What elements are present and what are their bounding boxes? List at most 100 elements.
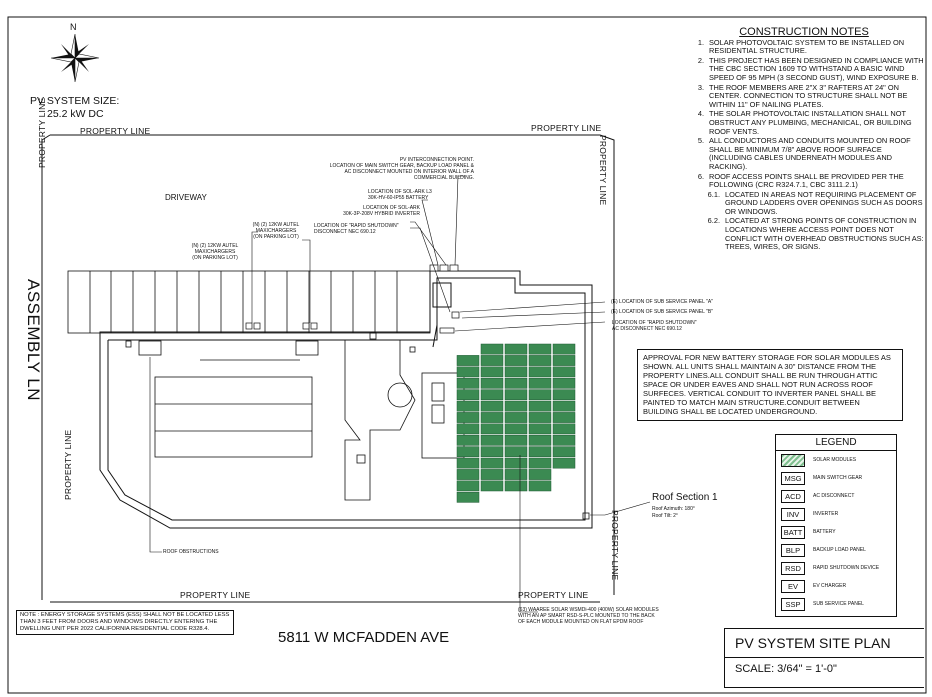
solar-module [552, 343, 576, 355]
legend-symbol: EV [781, 579, 805, 593]
legend-item: ACD AC DISCONNECT [776, 487, 896, 505]
property-line-label-top-left: PROPERTY LINE [80, 126, 151, 136]
note-number: 4. [697, 109, 704, 119]
legend-label: MAIN SWITCH GEAR [813, 475, 863, 481]
roof-tilt: Roof Tilt: 2° [652, 513, 678, 519]
solar-module [456, 491, 480, 503]
sheet-scale: SCALE: 3/64" = 1'-0" [735, 663, 837, 675]
legend-symbol: BLP [781, 543, 805, 557]
construction-notes: CONSTRUCTION NOTES 1. SOLAR PHOTOVOLTAIC … [684, 26, 924, 253]
note-text: THE SOLAR PHOTOVOLTAIC INSTALLATION SHAL… [709, 109, 912, 136]
solar-module [480, 457, 504, 469]
note-text: THE ROOF MEMBERS ARE 2"X 3" RAFTERS AT 2… [709, 82, 908, 109]
legend-label: BATTERY [813, 529, 836, 535]
callout-pv-interconnection: PV INTERCONNECTION POINT.LOCATION OF MAI… [329, 157, 474, 181]
construction-subnote: 6.2.LOCATED AT STRONG POINTS OF CONSTRUC… [684, 217, 924, 251]
solar-module [504, 355, 528, 366]
legend-label: SUB SERVICE PANEL [813, 601, 864, 607]
legend-item: SSP SUB SERVICE PANEL [776, 595, 896, 613]
solar-module [504, 480, 528, 492]
leader-lines [149, 175, 651, 613]
legend-symbol: INV [781, 507, 805, 521]
legend-item: SOLAR MODULES [776, 451, 896, 469]
sheet-title: PV SYSTEM SITE PLAN [735, 635, 891, 651]
solar-module [504, 412, 528, 423]
solar-module [552, 355, 576, 366]
solar-module [528, 377, 552, 389]
solar-module [528, 457, 552, 469]
solar-module [552, 446, 576, 458]
legend-symbol [781, 453, 805, 467]
solar-module [552, 412, 576, 423]
solar-module [480, 434, 504, 446]
sheet-border [7, 16, 927, 694]
street-address: 5811 W MCFADDEN AVE [278, 629, 450, 646]
solar-module [456, 446, 480, 458]
solar-module [456, 480, 480, 492]
callout-rapid-shutdown-top: LOCATION OF "RAPID SHUTDOWN"DISCONNECT N… [314, 223, 399, 235]
construction-note: 1. SOLAR PHOTOVOLTAIC SYSTEM TO BE INSTAL… [684, 37, 924, 56]
compass-label: N [70, 22, 77, 32]
property-line-label-bottom-right: PROPERTY LINE [518, 590, 589, 600]
note-number: 3. [697, 82, 704, 92]
solar-module [552, 389, 576, 401]
solar-module [528, 469, 552, 480]
solar-module [456, 434, 480, 446]
roof-section-title: Roof Section 1 [652, 492, 718, 503]
solar-module [480, 377, 504, 389]
system-size-value: 25.2 kW DC [47, 108, 104, 120]
callout-rapid-shutdown-right: LOCATION OF "RAPID SHUTDOWN"AC DISCONNEC… [612, 320, 697, 332]
property-line-label-top-right: PROPERTY LINE [531, 123, 602, 133]
roof-azimuth: Roof Azimuth: 180° [652, 506, 695, 512]
note-number: 6. [697, 171, 704, 181]
note-text: SOLAR PHOTOVOLTAIC SYSTEM TO BE INSTALLE… [709, 37, 905, 56]
legend-symbol: ACD [781, 489, 805, 503]
note-number: 2. [697, 55, 704, 65]
note-text: THIS PROJECT HAS BEEN DESIGNED IN COMPLI… [709, 55, 924, 82]
note-text: LOCATED IN AREAS NOT REQUIRING PLACEMENT… [725, 189, 923, 216]
solar-module [528, 366, 552, 378]
callout-sub-panel-a: (E) LOCATION OF SUB SERVICE PANEL "A" [611, 299, 713, 305]
legend-symbol: MSG [781, 471, 805, 485]
construction-note: 6. ROOF ACCESS POINTS SHALL BE PROVIDED P… [684, 171, 924, 190]
legend-item: BLP BACKUP LOAD PANEL [776, 541, 896, 559]
solar-module [528, 400, 552, 412]
solar-module [504, 446, 528, 458]
property-boundary [41, 134, 615, 603]
driveway-label: DRIVEWAY [165, 193, 207, 202]
note-text: ROOF ACCESS POINTS SHALL BE PROVIDED PER… [709, 171, 904, 190]
solar-module [552, 457, 576, 469]
solar-module [504, 423, 528, 435]
construction-note: 3. THE ROOF MEMBERS ARE 2"X 3" RAFTERS AT… [684, 82, 924, 110]
solar-module [456, 457, 480, 469]
solar-module [528, 355, 552, 366]
solar-module [552, 423, 576, 435]
solar-module [528, 423, 552, 435]
legend-symbol: SSP [781, 597, 805, 611]
callout-sub-panel-b: (E) LOCATION OF SUB SERVICE PANEL "B" [611, 309, 713, 315]
property-line-label-right-top: PROPERTY LINE [598, 135, 608, 206]
solar-module [456, 355, 480, 366]
equipment-markers [245, 264, 460, 334]
solar-module [504, 366, 528, 378]
legend-label: AC DISCONNECT [813, 493, 855, 499]
roof-obstructions [125, 332, 590, 520]
legend-label: EV CHARGER [813, 583, 847, 589]
solar-module-array [456, 343, 576, 503]
solar-module [456, 423, 480, 435]
solar-module [456, 469, 480, 480]
north-arrow-icon [50, 33, 100, 83]
note-number: 6.2. [707, 216, 720, 226]
street-name-side: ASSEMBLY LN [24, 278, 44, 402]
note-number: 1. [697, 37, 704, 47]
construction-notes-title: CONSTRUCTION NOTES [739, 26, 869, 38]
solar-module [504, 400, 528, 412]
solar-module [552, 377, 576, 389]
solar-module [456, 366, 480, 378]
solar-module [528, 412, 552, 423]
solar-module [528, 446, 552, 458]
legend-label: BACKUP LOAD PANEL [813, 547, 866, 553]
callout-solar-modules: (63) WAAREE SOLAR WSMDi-400 (400W) SOLAR… [518, 607, 659, 625]
